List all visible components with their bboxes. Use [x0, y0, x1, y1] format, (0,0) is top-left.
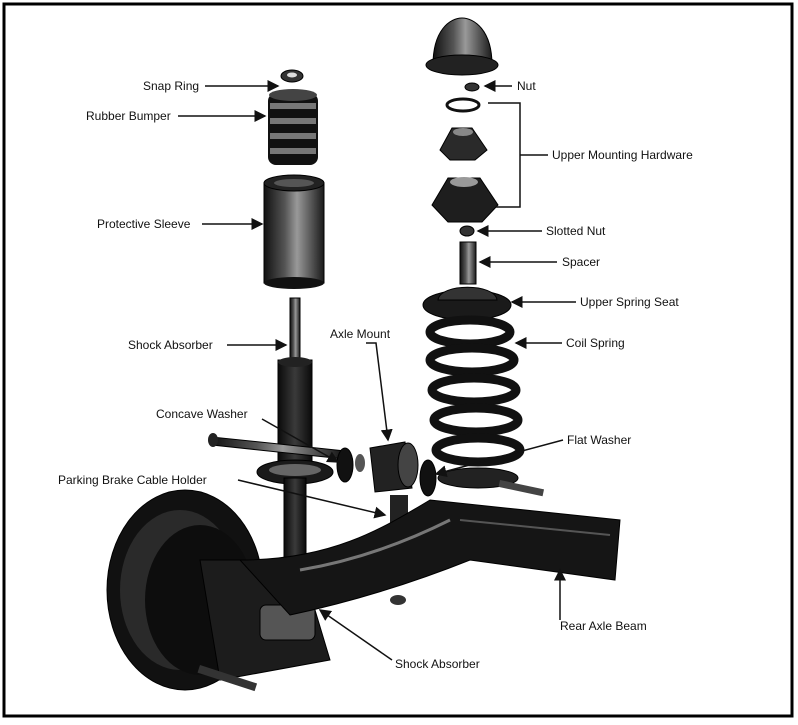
spacer-part — [459, 241, 477, 285]
axle-mount-part — [208, 433, 437, 525]
label-upper-spring-seat: Upper Spring Seat — [580, 295, 679, 309]
label-rear-axle-beam: Rear Axle Beam — [560, 619, 647, 633]
snap-ring-part — [280, 69, 304, 83]
label-concave-washer: Concave Washer — [156, 407, 248, 421]
label-nut: Nut — [517, 79, 536, 93]
top-cap-part — [425, 17, 499, 76]
upper-spring-seat-part — [422, 286, 512, 321]
label-coil-spring: Coil Spring — [566, 336, 625, 350]
label-rubber-bumper: Rubber Bumper — [86, 109, 171, 123]
nut-part — [464, 82, 480, 92]
label-axle-mount: Axle Mount — [330, 327, 391, 341]
leader-lines — [178, 80, 576, 661]
label-snap-ring: Snap Ring — [143, 79, 199, 93]
rubber-bumper-part — [268, 89, 318, 165]
label-parking-brake-cable-holder: Parking Brake Cable Holder — [58, 473, 207, 487]
protective-sleeve-part — [263, 174, 325, 289]
upper-mounting-hardware-part — [431, 127, 499, 223]
label-protective-sleeve: Protective Sleeve — [97, 217, 191, 231]
lower-seat-part — [390, 467, 545, 605]
slotted-nut-part — [459, 225, 475, 237]
label-flat-washer: Flat Washer — [567, 433, 631, 447]
washer-part — [445, 97, 481, 113]
label-spacer: Spacer — [562, 255, 600, 269]
rear-axle-beam-part — [238, 499, 621, 616]
label-slotted-nut: Slotted Nut — [546, 224, 606, 238]
label-shock-absorber-top: Shock Absorber — [128, 338, 213, 352]
label-upper-mounting-hardware: Upper Mounting Hardware — [552, 148, 693, 162]
label-shock-absorber-bottom: Shock Absorber — [395, 657, 480, 671]
coil-spring-part — [425, 315, 525, 467]
